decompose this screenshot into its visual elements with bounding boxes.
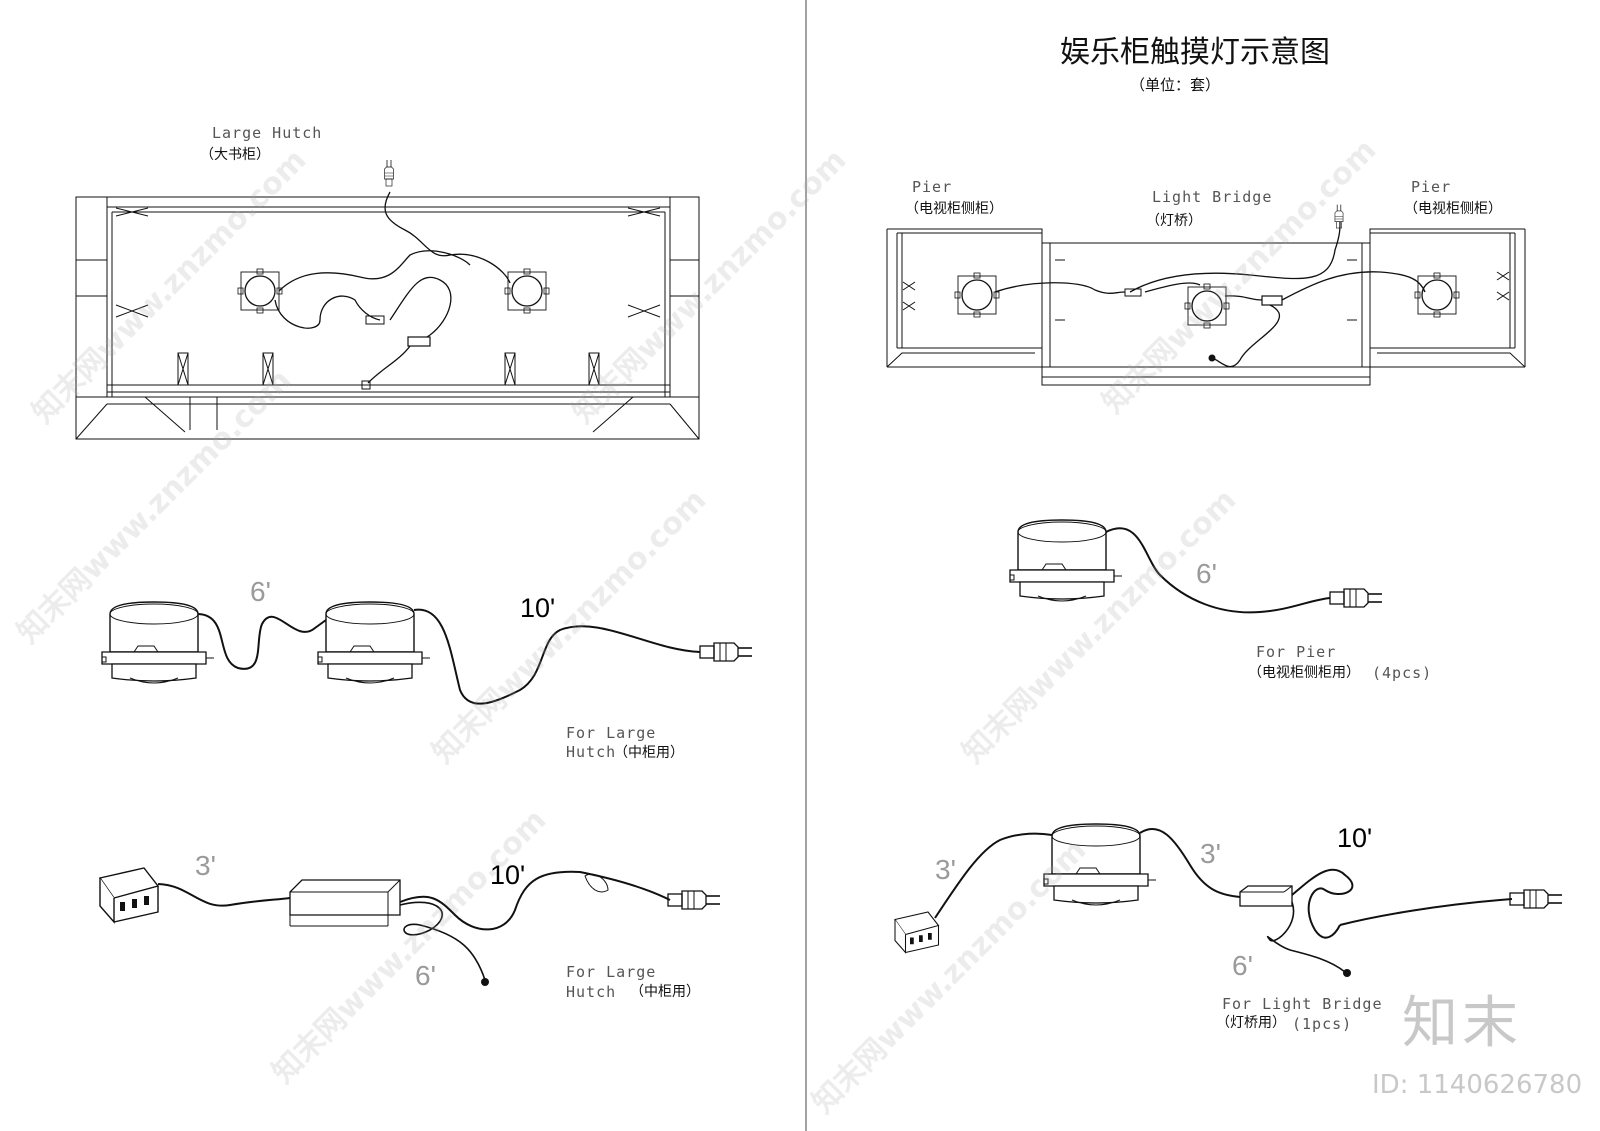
large-hutch-label-cn: （大书柜） xyxy=(200,147,270,163)
cable-length-label: 10' xyxy=(520,593,556,623)
kit-pier-drawing xyxy=(1009,519,1383,614)
kit-bridge-for-cn: （灯桥用） xyxy=(1216,1015,1286,1031)
cable-length-label: 6' xyxy=(1232,950,1253,981)
page-title: 娱乐柜触摸灯示意图 xyxy=(1060,35,1330,70)
kit-hutch-driver-drawing xyxy=(99,867,721,986)
kit-pier-for-en: For Pier xyxy=(1256,643,1337,661)
page-subtitle: （单位：套） xyxy=(1130,76,1221,94)
cable-length-label: 3' xyxy=(935,854,956,885)
watermark-logo: 知末 xyxy=(1402,991,1522,1056)
kit-hutch-driver-for-cn: （中柜用） xyxy=(630,984,700,1000)
kit-hutch-driver-for-en: For Large xyxy=(566,963,657,981)
kit-bridge-qty: (1pcs) xyxy=(1292,1015,1353,1033)
kit-pier-for-cn: （电视柜侧柜用） xyxy=(1248,665,1360,681)
entertainment-elevation xyxy=(886,228,1526,386)
large-hutch-wiring xyxy=(237,159,550,390)
kit-hutch-lights-drawing xyxy=(101,601,753,705)
cable-length-label: 10' xyxy=(1337,823,1373,853)
pier-right-label-cn: （电视柜侧柜） xyxy=(1404,201,1502,217)
pier-right-label-en: Pier xyxy=(1411,178,1452,196)
cable-length-label: 3' xyxy=(1200,838,1221,869)
large-hutch-label-en: Large Hutch xyxy=(212,124,323,142)
cable-length-label: 3' xyxy=(195,850,216,881)
pier-left-label-cn: （电视柜侧柜） xyxy=(905,201,1003,217)
cable-length-label: 6' xyxy=(1196,558,1217,589)
kit-pier-qty: (4pcs) xyxy=(1372,664,1433,682)
cable-length-label: 10' xyxy=(490,860,526,890)
cable-length-label: 6' xyxy=(250,576,271,607)
large-hutch-elevation xyxy=(75,196,700,440)
pier-left-label-en: Pier xyxy=(912,178,953,196)
watermark-id: ID: 1140626780 xyxy=(1372,1070,1583,1100)
light-bridge-label-en: Light Bridge xyxy=(1152,188,1273,206)
kit-hutch-lights-for-en-2: Hutch xyxy=(566,743,617,761)
entertainment-wiring xyxy=(954,204,1460,368)
kit-hutch-lights-for-cn: （中柜用） xyxy=(614,745,684,761)
kit-hutch-driver-for-en-2: Hutch xyxy=(566,983,617,1001)
kit-bridge-for-en: For Light Bridge xyxy=(1222,995,1383,1013)
light-bridge-label-cn: （灯桥） xyxy=(1146,213,1202,229)
kit-bridge-drawing xyxy=(894,823,1563,977)
kit-hutch-lights-for-en: For Large xyxy=(566,724,657,742)
cable-length-label: 6' xyxy=(415,960,436,991)
